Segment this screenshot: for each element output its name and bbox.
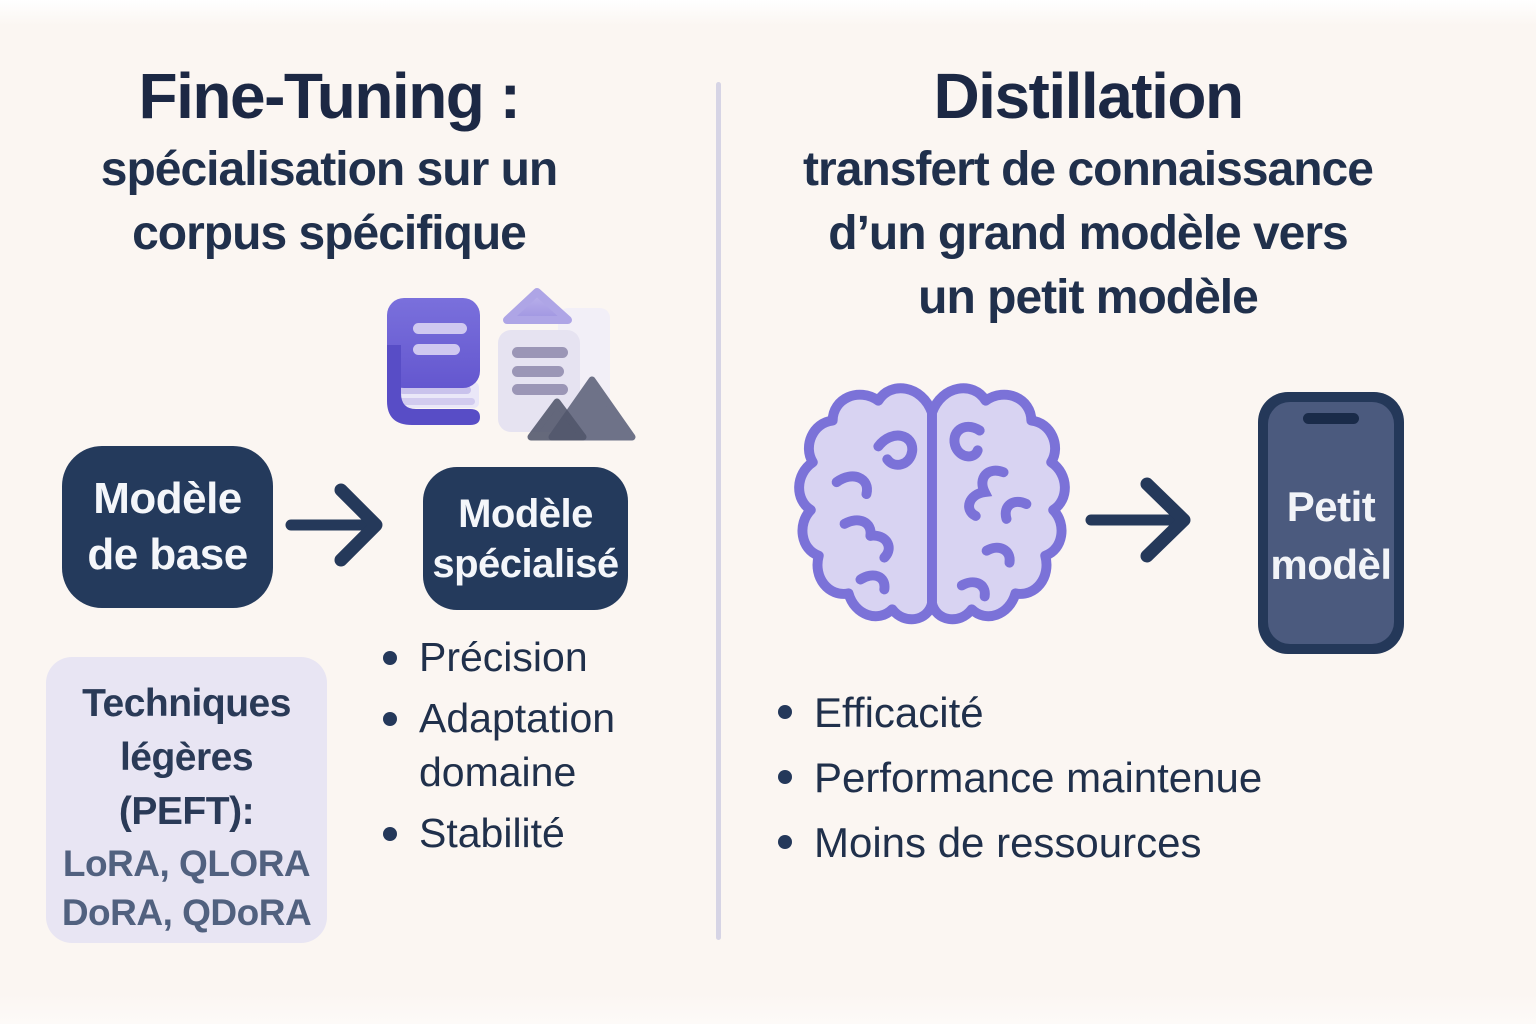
list-item-label: Moins de ressources <box>814 819 1202 866</box>
list-item: Stabilité <box>383 806 673 860</box>
list-item-label: Précision <box>419 634 588 680</box>
list-item: Adaptation domaine <box>383 691 673 799</box>
base-model-label-line: Modèle <box>93 474 242 523</box>
fine-tuning-header: Fine-Tuning : spécialisation sur un corp… <box>14 60 644 266</box>
bullet-dot <box>383 827 397 841</box>
bullet-dot <box>778 835 792 849</box>
base-model-box: Modèle de base <box>62 446 273 608</box>
list-item: Moins de ressources <box>778 814 1338 872</box>
subtitle-line: corpus spécifique <box>132 207 527 260</box>
list-item: Précision <box>383 630 673 684</box>
fine-tuning-subtitle: spécialisation sur un corpus spécifique <box>14 138 644 266</box>
vertical-divider <box>716 82 721 940</box>
specialized-model-label-line: Modèle <box>458 491 593 536</box>
peft-box: Techniques légères (PEFT): LoRA, QLORA D… <box>46 657 327 943</box>
distillation-subtitle: transfert de connaissance d’un grand mod… <box>748 138 1428 330</box>
fine-tuning-benefits-list: Précision Adaptation domaine Stabilité <box>383 630 673 867</box>
triangle-icon <box>503 288 572 324</box>
peft-title-line: légères <box>119 736 254 779</box>
phone-notch <box>1303 413 1359 424</box>
subtitle-line: d’un grand modèle vers <box>828 207 1348 260</box>
distillation-header: Distillation transfert de connaissance d… <box>748 60 1428 330</box>
list-item-label: Performance maintenue <box>814 754 1263 801</box>
mountains-icon <box>527 376 636 441</box>
specialized-model-label-line: spécialisé <box>432 541 619 586</box>
list-item: Performance maintenue <box>778 749 1338 807</box>
bullet-dot <box>778 770 792 784</box>
subtitle-line: spécialisation sur un <box>100 143 558 196</box>
right-arrow-icon <box>285 483 383 567</box>
smartphone-icon: Petit modèl <box>1258 392 1404 654</box>
bullet-dot <box>383 651 397 665</box>
fine-tuning-title: Fine-Tuning : <box>138 60 521 132</box>
book-icon <box>387 298 480 425</box>
brain-icon <box>794 383 1070 625</box>
list-item-label: Efficacité <box>814 689 984 736</box>
bullet-dot <box>778 705 792 719</box>
subtitle-line: transfert de connaissance <box>803 143 1374 196</box>
small-model-label-line: modèl <box>1270 541 1392 588</box>
list-item: Efficacité <box>778 684 1338 742</box>
peft-methods-line: DoRA, QDoRA <box>61 892 312 933</box>
small-model-label-line: Petit <box>1286 483 1376 530</box>
base-model-label-line: de base <box>87 530 248 579</box>
specialized-model-box: Modèle spécialisé <box>423 467 628 610</box>
list-item-label: Adaptation domaine <box>419 695 616 795</box>
peft-title-line: Techniques <box>82 682 291 725</box>
distillation-benefits-list: Efficacité Performance maintenue Moins d… <box>778 684 1338 879</box>
subtitle-line: un petit modèle <box>918 271 1259 324</box>
phone-screen: Petit modèl <box>1268 402 1394 644</box>
peft-title-line: (PEFT): <box>118 790 255 833</box>
small-model-label: Petit modèl <box>1268 478 1394 594</box>
training-corpus-illustration <box>387 288 636 441</box>
right-arrow-icon <box>1085 477 1191 563</box>
peft-methods-line: LoRA, QLORA <box>62 843 311 884</box>
list-item-label: Stabilité <box>419 810 565 856</box>
bullet-dot <box>383 712 397 726</box>
distillation-title: Distillation <box>933 60 1244 132</box>
